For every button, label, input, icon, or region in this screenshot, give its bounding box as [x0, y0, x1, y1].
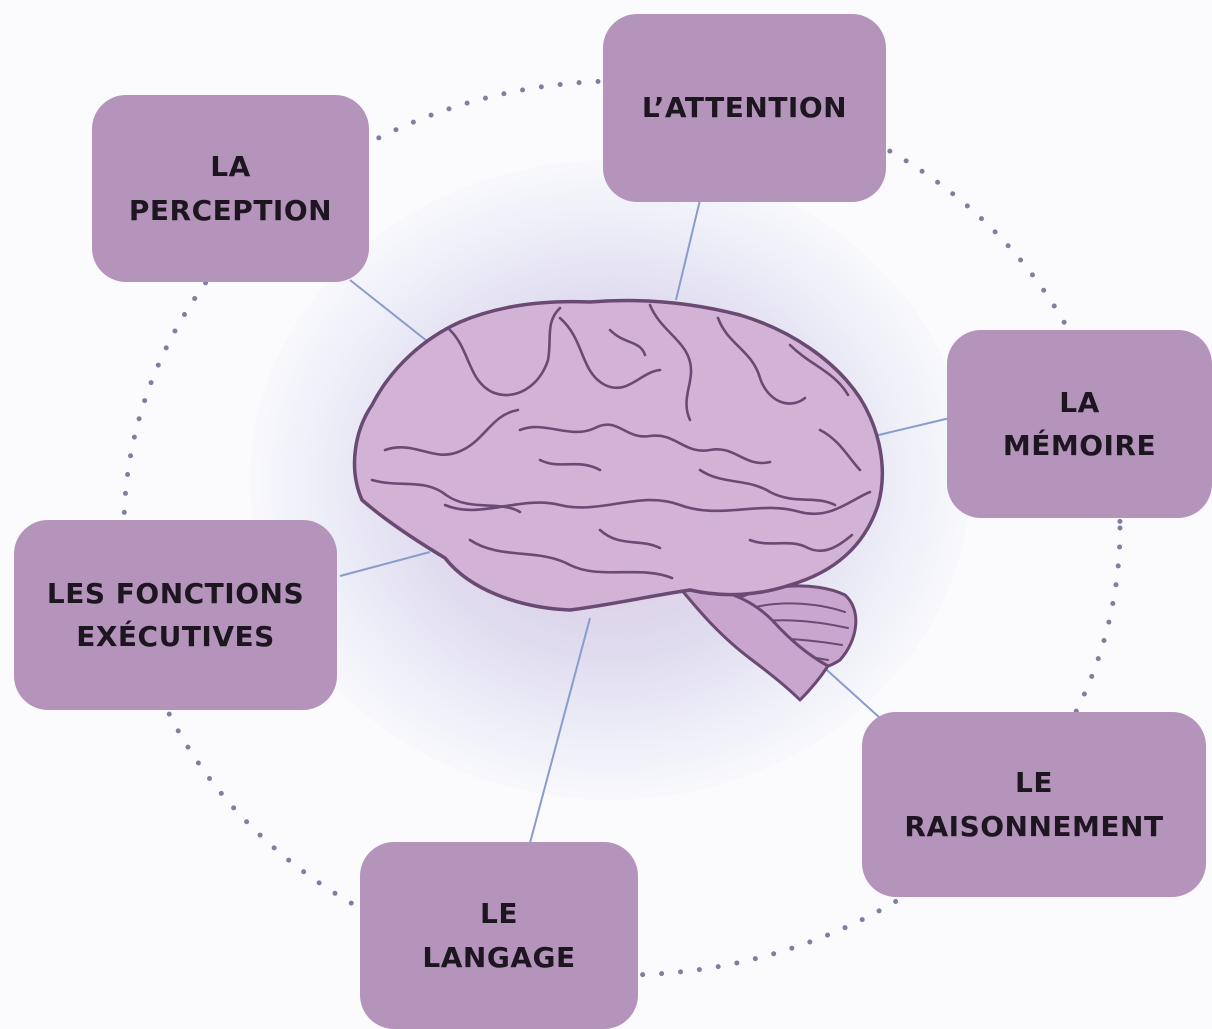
connector-attention	[675, 199, 701, 301]
brain-folds	[370, 303, 872, 580]
topic-attention-line-1: L’ATTENTION	[641, 91, 848, 125]
cerebellum-folds	[741, 602, 849, 661]
topic-perception-line-1: LA	[210, 150, 251, 184]
topic-raisonnement-line-1: LE	[1015, 766, 1053, 800]
connector-perception	[349, 279, 433, 346]
brain-icon	[352, 298, 885, 702]
topic-memoire-line-2: MÉMOIRE	[1002, 429, 1157, 462]
topic-fonctions-line-1: LES FONCTIONS	[46, 576, 305, 610]
topic-raisonnement-line-2: RAISONNEMENT	[904, 809, 1164, 843]
topic-memoire: LA MÉMOIRE	[947, 330, 1212, 518]
connector-langage	[529, 617, 591, 844]
topic-fonctions-executives: LES FONCTIONS EXÉCUTIVES	[14, 520, 337, 710]
connector-raisonnement	[817, 661, 881, 719]
topic-memoire-line-1: LA	[1059, 385, 1100, 419]
topic-langage-line-2: LANGAGE	[422, 940, 576, 974]
topic-perception: LA PERCEPTION	[92, 95, 369, 282]
topic-langage-line-1: LE	[480, 897, 518, 931]
connector-memoire	[865, 417, 951, 439]
connectors	[339, 199, 951, 844]
topic-raisonnement: LE RAISONNEMENT	[862, 712, 1206, 897]
topic-langage: LE LANGAGE	[360, 842, 638, 1029]
connector-fonctions	[339, 551, 431, 577]
topic-attention: L’ATTENTION	[603, 14, 886, 202]
topic-perception-line-2: PERCEPTION	[128, 193, 333, 227]
topic-fonctions-line-2: EXÉCUTIVES	[76, 620, 275, 653]
cerebrum-shape	[352, 298, 885, 612]
brain-stem	[678, 586, 830, 702]
